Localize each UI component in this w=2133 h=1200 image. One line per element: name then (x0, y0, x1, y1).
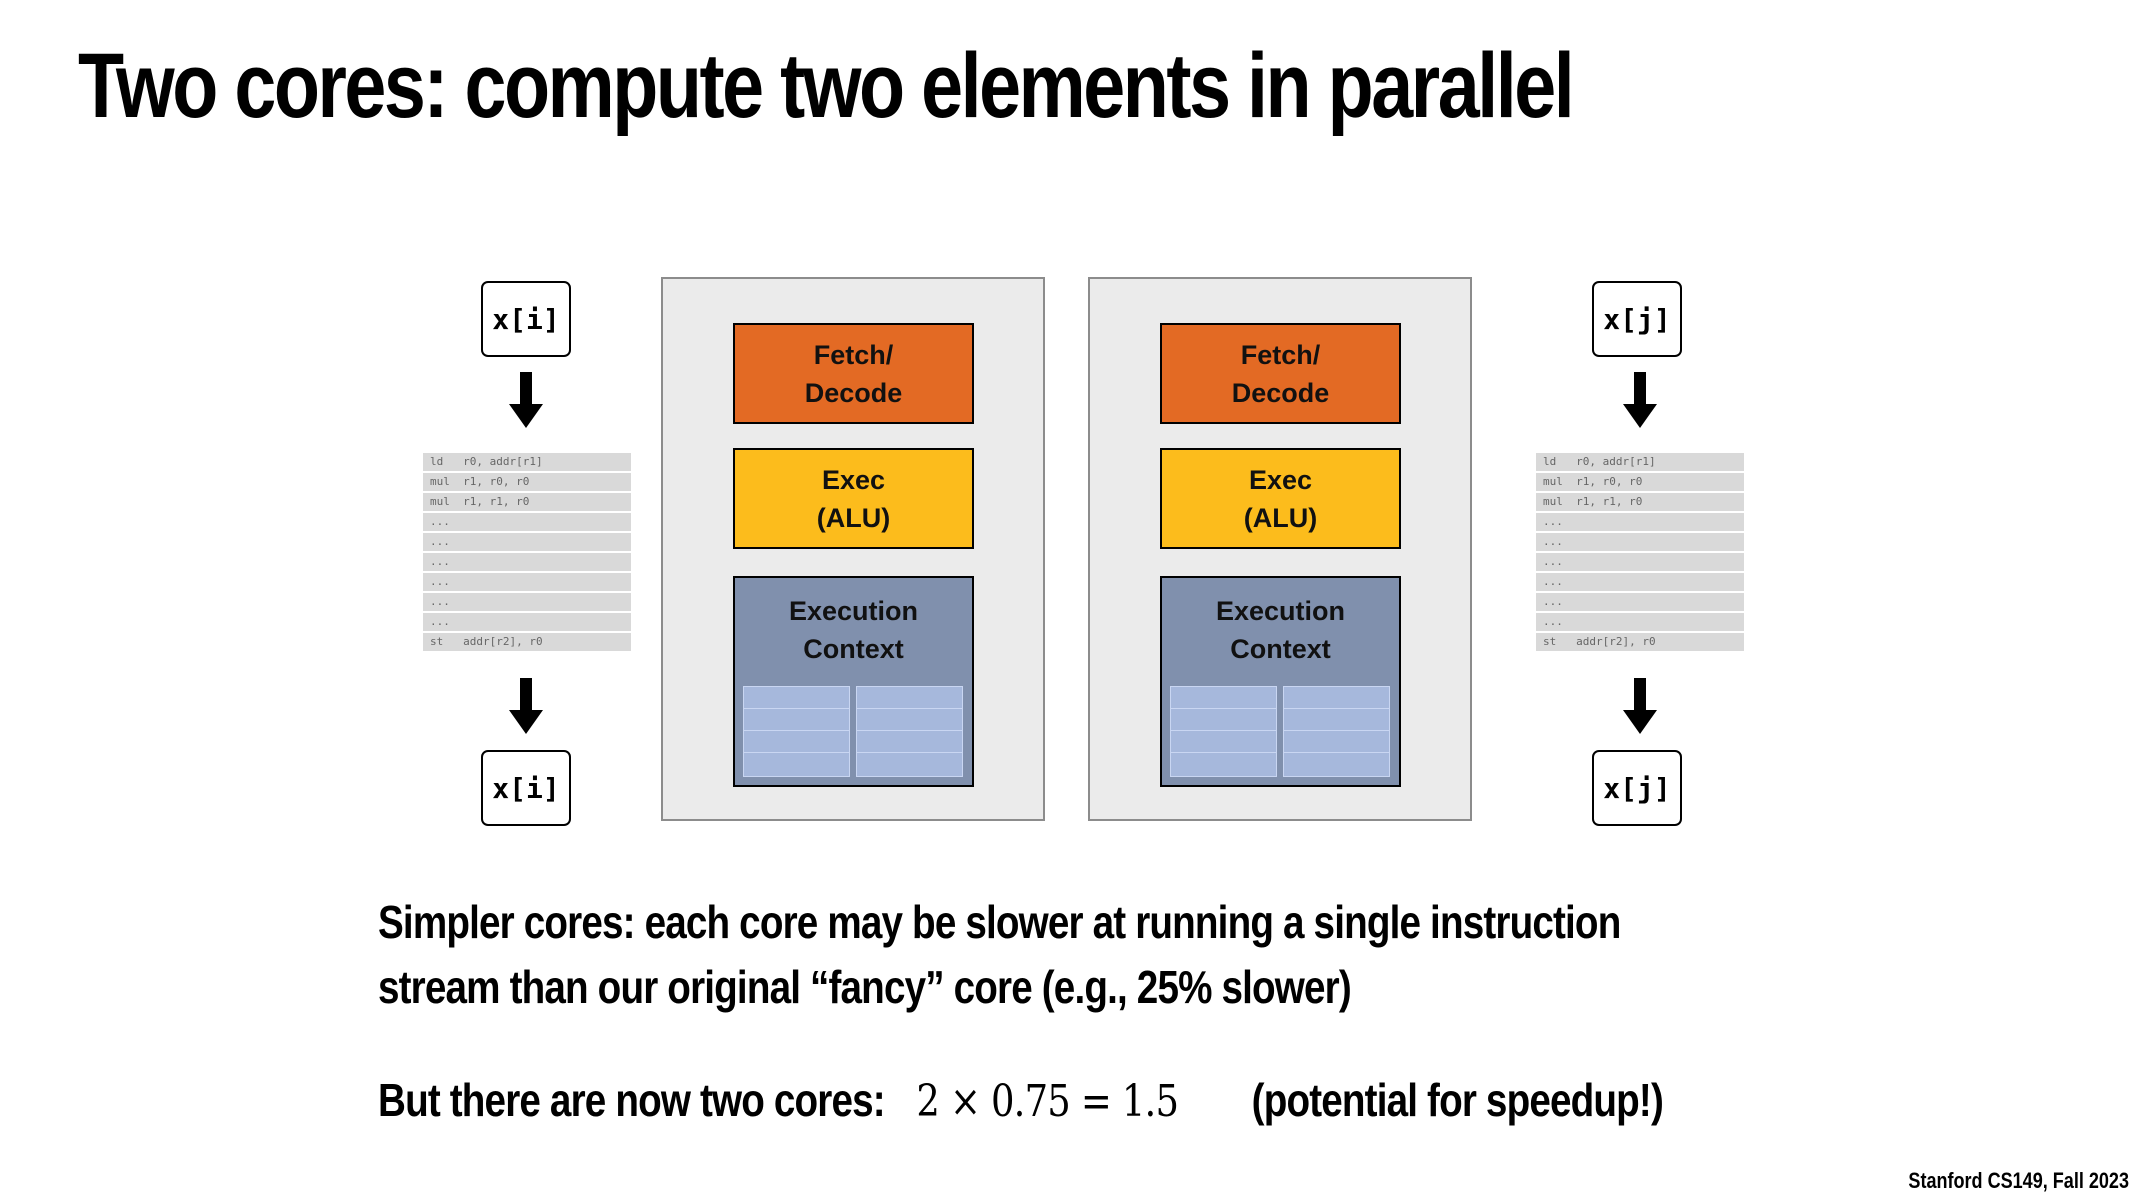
code-line: st addr[r2], r0 (1536, 633, 1744, 651)
speedup-statement: But there are now two cores: (378, 1074, 886, 1126)
code-line: ld r0, addr[r1] (1536, 453, 1744, 471)
code-line: ... (423, 573, 631, 591)
right-arrow-down-icon (1623, 372, 1657, 430)
code-line: ... (1536, 613, 1744, 631)
code-line: ... (1536, 593, 1744, 611)
code-line: ... (423, 593, 631, 611)
code-line: ... (1536, 513, 1744, 531)
code-line: ... (1536, 533, 1744, 551)
left-arrow-down-icon (509, 372, 543, 430)
register-grid (1283, 686, 1390, 777)
body-text-line-3: But there are now two cores: 2 × 0.75 = … (378, 1068, 1664, 1134)
register-grid (1170, 686, 1277, 777)
code-line: ... (423, 553, 631, 571)
code-line: mul r1, r0, r0 (423, 473, 631, 491)
slide-title: Two cores: compute two elements in paral… (78, 35, 1575, 137)
fetch-decode-unit: Fetch/Decode (733, 323, 974, 424)
right-output-box: x[j] (1592, 750, 1682, 826)
exec-alu-unit: Exec(ALU) (733, 448, 974, 549)
code-line: mul r1, r1, r0 (423, 493, 631, 511)
code-line: mul r1, r0, r0 (1536, 473, 1744, 491)
right-code-listing: ld r0, addr[r1] mul r1, r0, r0 mul r1, r… (1536, 453, 1744, 653)
exec-alu-unit: Exec(ALU) (1160, 448, 1401, 549)
speedup-equation: 2 × 0.75 = 1.5 (916, 1076, 1179, 1127)
right-arrow-down-icon (1623, 678, 1657, 736)
body-text-line-2: stream than our original “fancy” core (e… (378, 961, 1352, 1013)
register-grid (743, 686, 850, 777)
left-arrow-down-icon (509, 678, 543, 736)
body-text-line-1: Simpler cores: each core may be slower a… (378, 896, 1621, 948)
left-code-listing: ld r0, addr[r1] mul r1, r0, r0 mul r1, r… (423, 453, 631, 653)
course-footer: Stanford CS149, Fall 2023 (1908, 1168, 2129, 1193)
code-line: ... (1536, 573, 1744, 591)
code-line: ... (423, 533, 631, 551)
code-line: st addr[r2], r0 (423, 633, 631, 651)
register-grid (856, 686, 963, 777)
code-line: ... (423, 613, 631, 631)
left-output-box: x[i] (481, 750, 571, 826)
code-line: ld r0, addr[r1] (423, 453, 631, 471)
fetch-decode-unit: Fetch/Decode (1160, 323, 1401, 424)
right-input-box: x[j] (1592, 281, 1682, 357)
code-line: ... (1536, 553, 1744, 571)
speedup-note: (potential for speedup!) (1251, 1074, 1664, 1126)
code-line: ... (423, 513, 631, 531)
left-input-box: x[i] (481, 281, 571, 357)
code-line: mul r1, r1, r0 (1536, 493, 1744, 511)
